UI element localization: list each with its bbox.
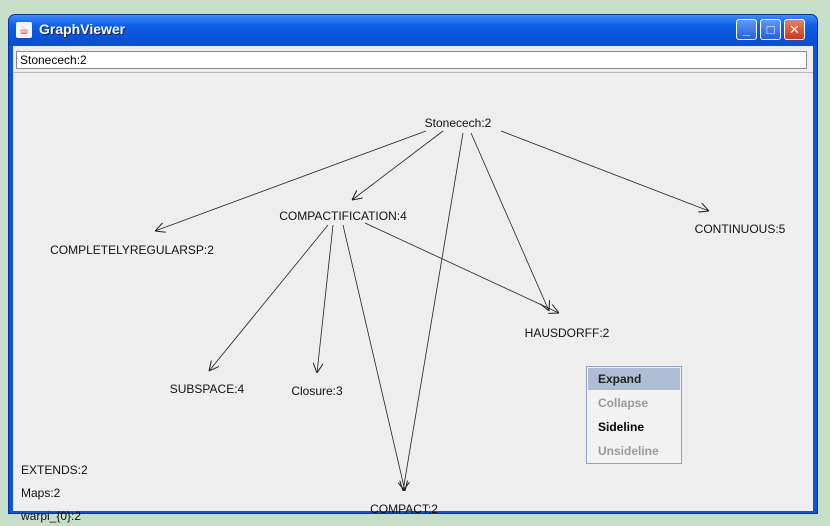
edge-compactification-subspace (209, 224, 329, 371)
legend-item-maps: Maps:2 (21, 486, 61, 500)
edge-stonecech-hausdorff (470, 132, 549, 311)
edge-compactification-hausdorff (364, 222, 559, 313)
graphviewer-window: ☕ GraphViewer _ □ ✕ Stonecech:2 (8, 14, 818, 523)
legend-item-extends: EXTENDS:2 (21, 463, 88, 477)
node-path-field[interactable]: Stonecech:2 (16, 51, 807, 69)
edge-compactification-compact (342, 224, 405, 491)
menu-item-sideline[interactable]: Sideline (598, 420, 645, 434)
window-title: GraphViewer (39, 21, 126, 37)
menu-item-collapse[interactable]: Collapse (598, 396, 649, 410)
graph-node-closure[interactable]: Closure:3 (291, 384, 343, 398)
graph-canvas[interactable]: Stonecech:2 COMPACTIFICATION:4 COMPLETEL… (13, 72, 813, 523)
edge-stonecech-compact (403, 132, 464, 491)
minimize-button[interactable]: _ (736, 19, 757, 40)
graph-node-continuous[interactable]: CONTINUOUS:5 (694, 222, 786, 236)
graph-node-completelyregularsp[interactable]: COMPLETELYREGULARSP:2 (50, 243, 214, 257)
graph-edges (13, 130, 813, 512)
close-button[interactable]: ✕ (784, 19, 805, 40)
client-area: Stonecech:2 Stonecech:2 COMPACTIF (13, 46, 813, 523)
java-cup-icon: ☕ (16, 22, 32, 38)
graph-node-compactification[interactable]: COMPACTIFICATION:4 (279, 209, 407, 223)
title-bar[interactable]: ☕ GraphViewer _ □ ✕ (9, 15, 817, 45)
context-menu: Expand Collapse Sideline Unsideline (586, 366, 682, 464)
edge-stonecech-compactification (352, 130, 444, 200)
graph-node-subspace[interactable]: SUBSPACE:4 (169, 382, 245, 396)
menu-item-unsideline[interactable]: Unsideline (598, 444, 659, 458)
edge-stonecech-completelyregularsp (155, 130, 427, 231)
graph-node-compact[interactable]: COMPACT:2 (370, 502, 438, 516)
graph-node-stonecech[interactable]: Stonecech:2 (424, 116, 492, 130)
edge-stonecech-continuous (500, 130, 709, 211)
menu-item-expand[interactable]: Expand (588, 368, 680, 390)
edge-compactification-closure (317, 224, 334, 373)
graph-node-hausdorff[interactable]: HAUSDORFF:2 (524, 326, 610, 340)
legend-item-warpi: warpi_{0}:2 (21, 509, 82, 523)
maximize-button[interactable]: □ (760, 19, 781, 40)
